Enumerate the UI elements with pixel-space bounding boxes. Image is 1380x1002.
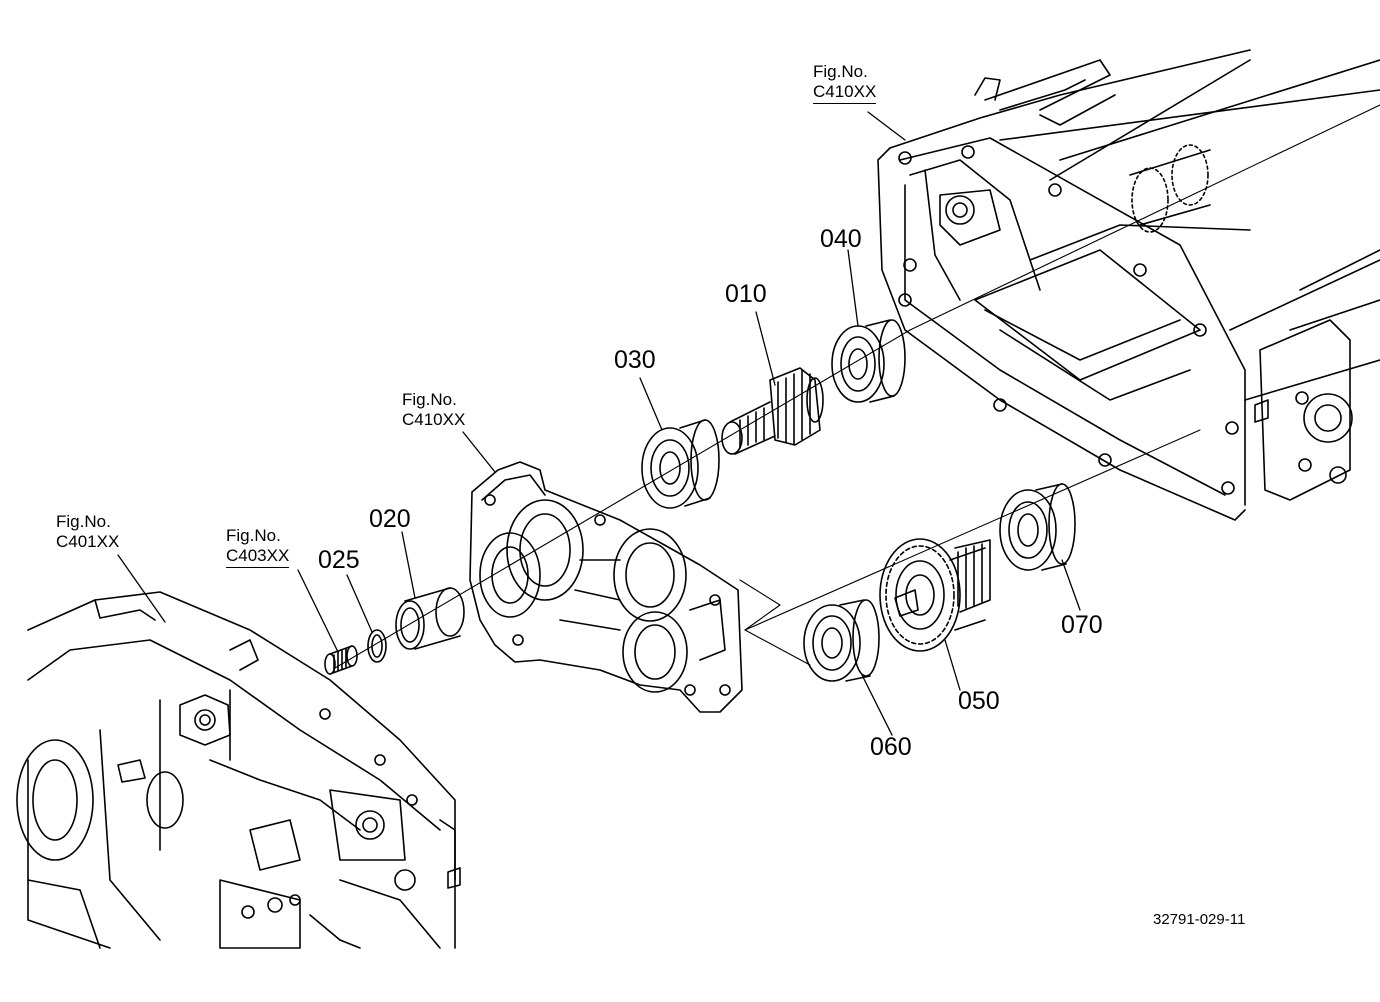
rear-transmission-case	[877, 49, 1380, 521]
part-025-splined-collar	[324, 645, 358, 675]
figure-ref-housing-plate: Fig.No. C410XX	[402, 390, 465, 430]
figure-ref-code: C410XX	[402, 410, 466, 429]
figure-ref-title: Fig.No.	[226, 526, 281, 545]
part-number-020: 020	[369, 505, 411, 533]
figure-ref-code: C401XX	[56, 532, 120, 551]
part-number-050: 050	[958, 687, 1000, 715]
figure-ref-title: Fig.No.	[402, 390, 457, 409]
assembly-axis-lines	[334, 104, 1380, 669]
leader-lines	[117, 111, 1081, 736]
front-transmission-case	[16, 591, 461, 949]
figure-ref-front-case: Fig.No. C401XX	[56, 512, 119, 552]
part-number-060: 060	[870, 733, 912, 761]
figure-ref-collar: Fig.No. C403XX	[226, 526, 290, 568]
part-070-ball-bearing	[999, 483, 1076, 571]
part-025-snap-ring	[367, 629, 387, 663]
part-number-025: 025	[318, 546, 360, 574]
figure-ref-code: C403XX	[226, 546, 290, 568]
part-060-ball-bearing	[803, 599, 880, 682]
part-020-sleeve	[395, 587, 465, 650]
figure-ref-code: C410XX	[813, 82, 877, 104]
part-number-030: 030	[614, 346, 656, 374]
part-050-gear	[879, 538, 991, 652]
part-010-pinion-shaft	[721, 367, 824, 455]
part-number-040: 040	[820, 225, 862, 253]
figure-ref-title: Fig.No.	[56, 512, 111, 531]
part-number-010: 010	[725, 280, 767, 308]
bearing-housing-plate	[469, 461, 743, 713]
part-040-ball-bearing	[831, 319, 906, 403]
part-number-070: 070	[1061, 611, 1103, 639]
figure-ref-title: Fig.No.	[813, 62, 868, 81]
drawing-number: 32791-029-11	[1153, 911, 1246, 928]
figure-ref-rear-case: Fig.No. C410XX	[813, 62, 877, 104]
part-030-ball-bearing	[641, 419, 720, 509]
